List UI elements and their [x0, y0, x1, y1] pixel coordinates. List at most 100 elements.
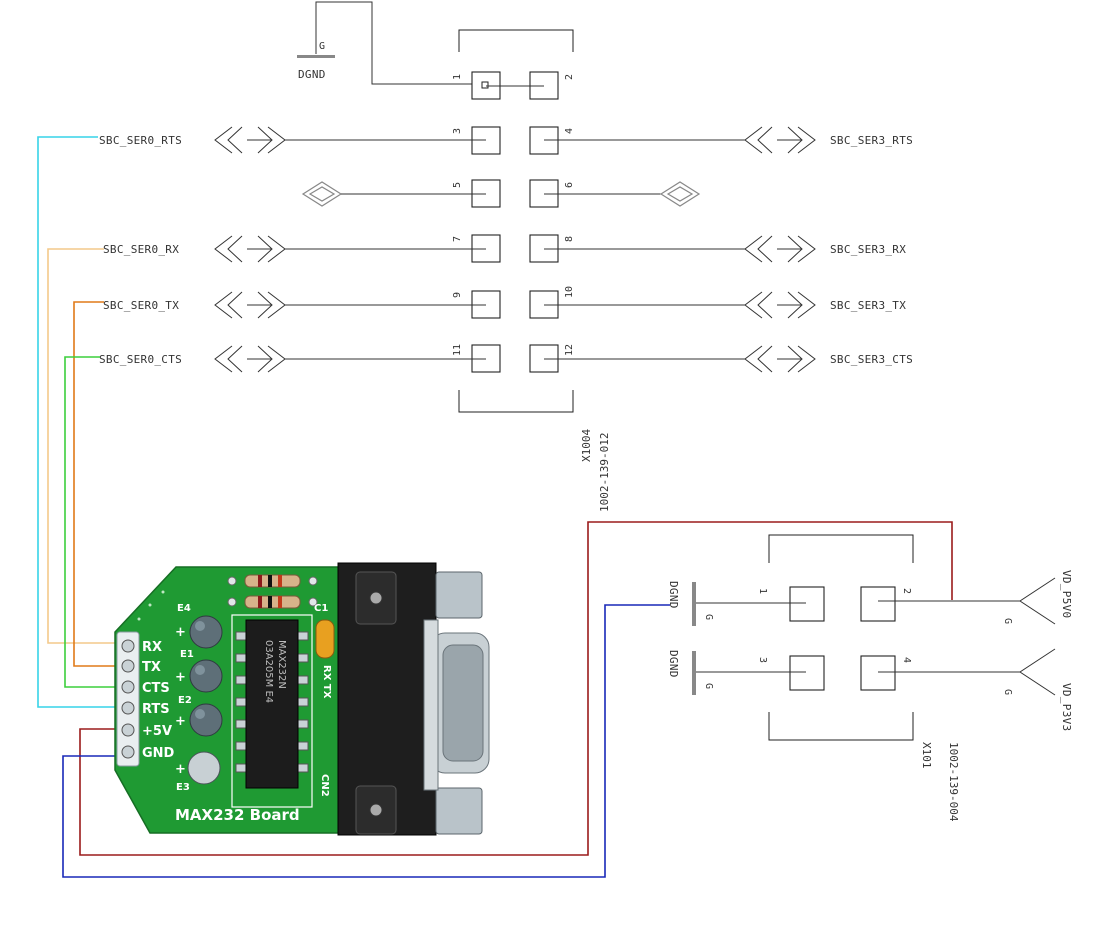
x101-supply-pin-label-2: G: [1002, 689, 1013, 695]
cn2-silk: CN2: [319, 774, 330, 797]
right-cts-port-icon: [744, 345, 816, 373]
x1004-pin-2: 2: [564, 74, 575, 80]
x1004-pin-4: 4: [564, 128, 575, 134]
ic-pin: [297, 631, 309, 641]
header-pin-gnd: [121, 745, 135, 759]
ic-pin: [297, 719, 309, 729]
x101-supply-pin-label-1: G: [1002, 618, 1013, 624]
ic-pin: [235, 741, 247, 751]
x101-ground-bar-1: [692, 582, 696, 626]
left-rts-port-icon: [214, 126, 286, 154]
ic-pin: [235, 653, 247, 663]
x1004-pin-10: 10: [564, 286, 575, 298]
x1004-pin-3: 3: [452, 128, 463, 134]
left-net-tx-label: SBC_SER0_TX: [103, 299, 179, 312]
x1004-pin-1: 1: [452, 74, 463, 80]
pcb-dot: [148, 603, 152, 607]
cts-jumper-wire: [64, 356, 120, 688]
capacitor-e3: [187, 751, 221, 785]
right-net-rx-label: SBC_SER3_RX: [830, 243, 906, 256]
pcb-dot: [137, 617, 141, 621]
tx-jumper-wire: [73, 301, 120, 667]
resistor-band: [278, 575, 282, 587]
net-row-rx: SBC_SER0_RX SBC_SER3_RX: [103, 235, 906, 263]
header-label-tx: TX: [142, 660, 161, 675]
db9-flange: [423, 619, 439, 791]
left-tx-port-icon: [214, 291, 286, 319]
ic-pin: [235, 763, 247, 773]
supply-top-net: VD_P5V0: [1060, 570, 1073, 618]
dgnd-to-pin1-wire: [315, 1, 476, 85]
header-label-rx: RX: [142, 640, 162, 655]
board-title: MAX232 Board: [175, 806, 300, 824]
top-dgnd-symbol: G DGND: [297, 1, 476, 85]
db9-connector: [337, 562, 490, 836]
max232-board: RX TX CTS RTS +5V GND E: [114, 562, 490, 836]
db9-bottom-screw: [435, 787, 483, 835]
cap-label-c1: C1: [314, 603, 328, 614]
x1004-pin-9: 9: [452, 292, 463, 298]
capacitor-e4: [189, 615, 223, 649]
x101-pad-4: [860, 655, 896, 691]
capacitor-shine: [195, 709, 205, 719]
jumper-wires: [37, 136, 953, 878]
chip-line-1: 03A205M E4: [263, 640, 274, 703]
x1004-pin-6: 6: [564, 182, 575, 188]
db9-shell-inner: [442, 644, 484, 762]
db9-screw-head: [369, 591, 383, 605]
header-pins: [121, 639, 135, 759]
capacitor-shine: [195, 665, 205, 675]
top-ground-pin-label: G: [319, 41, 325, 52]
capacitor-e1: [189, 659, 223, 693]
header-pin-5v: [121, 723, 135, 737]
right-rx-port-icon: [744, 235, 816, 263]
right-net-cts-label: SBC_SER3_CTS: [830, 353, 913, 366]
ic-pin: [297, 741, 309, 751]
ic-pin: [297, 653, 309, 663]
x1004-pin-12: 12: [564, 344, 575, 356]
x1004-ref: X1004: [580, 429, 593, 462]
cap-plus-e4: +: [175, 625, 186, 640]
pcb-dot: [161, 590, 165, 594]
x101-gnd-net-1: DGND: [667, 581, 680, 609]
net-row-5-6: [301, 181, 701, 207]
left-net-rx-label: SBC_SER0_RX: [103, 243, 179, 256]
resistor-2: [244, 595, 301, 609]
rx-jumper-wire: [47, 248, 120, 644]
x1004-pin-8: 8: [564, 236, 575, 242]
gnd-jumper-wire: [62, 604, 670, 878]
cap-plus-e3: +: [175, 762, 186, 777]
right-rts-port-icon: [744, 126, 816, 154]
supply-bottom-arrow-icon: [1019, 648, 1056, 696]
cap-plus-e1: +: [175, 670, 186, 685]
cap-label-e2: E2: [178, 695, 192, 706]
ic-pin: [235, 675, 247, 685]
right-diamond-icon: [659, 181, 701, 207]
cap-label-e1: E1: [180, 649, 194, 660]
rx-tx-silk: RX TX: [321, 665, 332, 699]
x101-pad-1: [789, 586, 825, 622]
signal-nets: SBC_SER0_RTS SBC_SER3_RTS SBC_SER0_RX SB…: [99, 85, 913, 373]
resistor-pad: [227, 597, 237, 607]
resistor-pad: [308, 576, 318, 586]
ground-bar: [297, 55, 335, 58]
ic-pin: [235, 631, 247, 641]
header-label-5v: +5V: [142, 724, 172, 739]
ic-pin: [235, 697, 247, 707]
x101-ground-bar-2: [692, 651, 696, 695]
header-pin-tx: [121, 659, 135, 673]
header-pin-rts: [121, 701, 135, 715]
resistor-pad: [227, 576, 237, 586]
resistor-band: [278, 596, 282, 608]
ic-pin: [297, 763, 309, 773]
resistor-band: [268, 575, 272, 587]
x101-pin-4: 4: [901, 657, 912, 663]
left-cts-port-icon: [214, 345, 286, 373]
left-rx-port-icon: [214, 235, 286, 263]
connector-x101: 1 2 3 4 DGND DGND G G G G VD_P5V0 VD_P3V…: [667, 534, 1073, 822]
header-label-gnd: GND: [142, 746, 175, 761]
x1004-pin-5: 5: [452, 182, 463, 188]
right-net-rts-label: SBC_SER3_RTS: [830, 134, 913, 147]
resistor-band: [258, 575, 262, 587]
